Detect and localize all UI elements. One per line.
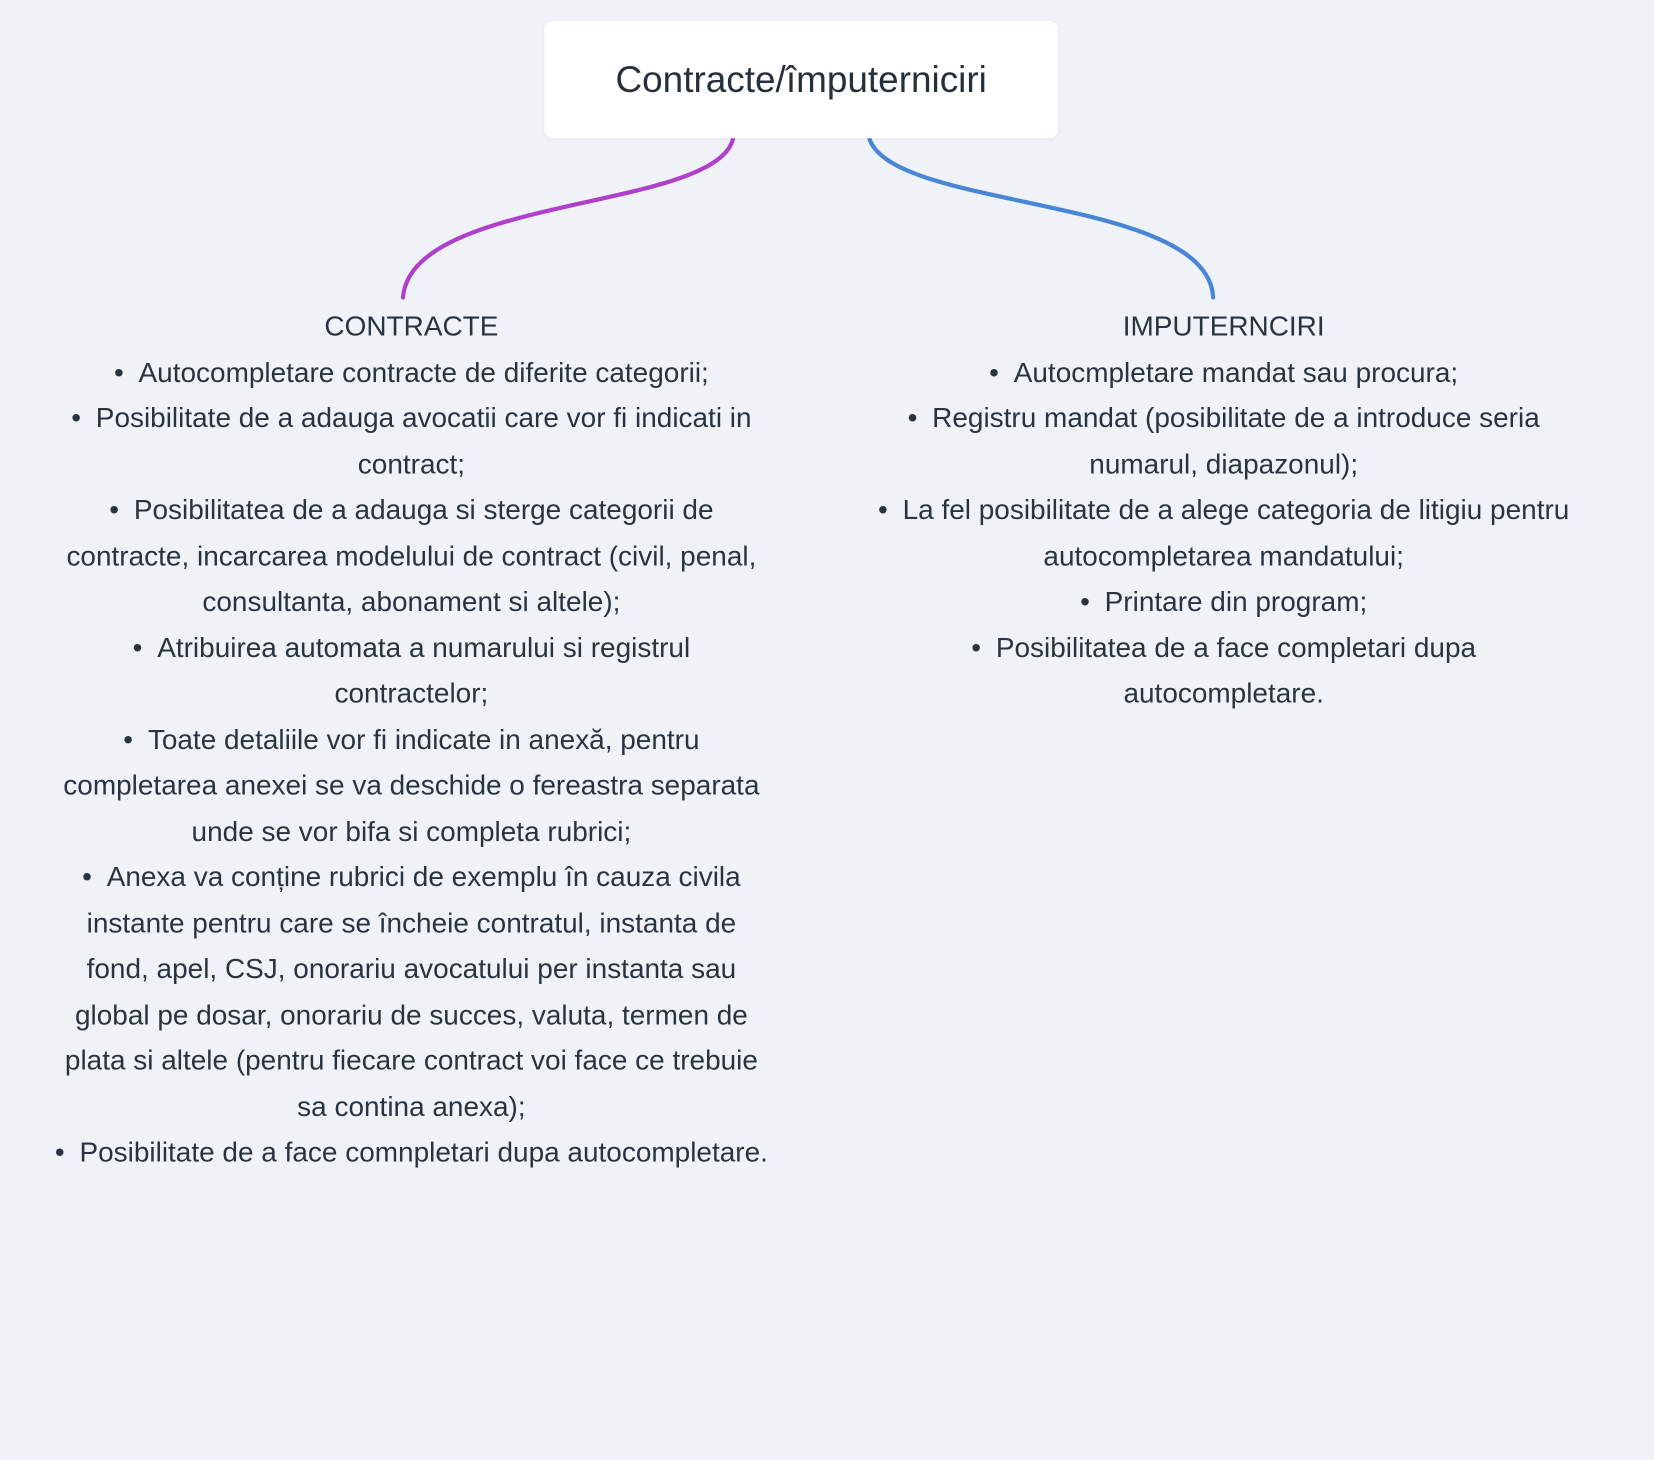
list-item: • Atribuirea automata a numarului si regi… [53, 625, 770, 717]
list-item-text: Registru mandat (posibilitate de a intro… [932, 401, 1540, 480]
branch-title: IMPUTERNCIRI [1122, 310, 1325, 342]
list-item: • Autocmpletare mandat sau procura; [876, 350, 1572, 396]
list-item-text: Autocmpletare mandat sau procura; [1013, 356, 1459, 388]
root-node[interactable]: Contracte/împuterniciri [544, 21, 1059, 139]
branch-title: CONTRACTE [324, 310, 499, 342]
bullet-icon: • [989, 356, 999, 388]
bullet-icon: • [113, 356, 124, 388]
list-item: •Anexa va conține rubrici de exemplu în … [53, 854, 770, 1129]
list-item: • Posibilitate de a adauga avocatii care … [53, 396, 770, 488]
list-item: • Registru mandat (posibilitate de a intr… [876, 396, 1572, 488]
list-item-text: Posibilitate de a adauga avocatii care v… [95, 401, 752, 480]
list-item-text: Anexa va conține rubrici de exemplu în c… [64, 860, 758, 1122]
list-item: • Posibilitate de a face comnpletari dupa… [53, 1130, 770, 1176]
bullet-icon: • [132, 631, 143, 664]
list-item-text: Atribuirea automata a numarului si regis… [157, 631, 691, 709]
list-item-text: Posibilitatea de a face completari dupa … [995, 631, 1477, 709]
list-item: • Printare din program; [876, 579, 1572, 625]
list-item: •Toate detaliile vor fi indicate in anex… [53, 717, 770, 855]
list-item: • Autocompletare contracte de diferite ca… [53, 350, 770, 396]
root-title: Contracte/împuterniciri [615, 58, 987, 100]
connector-contracte [400, 136, 736, 300]
bullet-icon: • [82, 860, 92, 893]
bullet-icon: • [1080, 585, 1090, 618]
list-item: •Posibilitatea de a adauga si sterge cat… [53, 487, 770, 625]
list-item-text: Posibilitate de a face comnpletari dupa … [79, 1136, 768, 1168]
bullet-icon: • [971, 631, 982, 664]
bullet-icon: • [54, 1136, 65, 1168]
branch-contracte[interactable]: CONTRACTE • Autocompletare contracte de d… [53, 304, 770, 1176]
list-item-text: Posibilitatea de a adauga si sterge cate… [66, 493, 757, 618]
bullet-icon: • [71, 401, 82, 434]
list-item-text: Autocompletare contracte de diferite cat… [138, 356, 709, 388]
list-item-text: La fel posibilitate de a alege categoria… [902, 493, 1570, 572]
bullet-icon: • [123, 723, 134, 755]
branch-imputernciri[interactable]: IMPUTERNCIRI • Autocmpletare mandat sau p… [876, 304, 1572, 717]
list-item: • Posibilitatea de a face completari dupa… [876, 625, 1572, 717]
bullet-icon: • [878, 493, 888, 526]
list-item: • La fel posibilitate de a alege categori… [876, 487, 1572, 579]
bullet-icon: • [109, 493, 120, 526]
list-item-text: Printare din program; [1104, 585, 1368, 618]
connector-imputernciri [867, 136, 1216, 300]
bullet-icon: • [907, 401, 918, 434]
list-item-text: Toate detaliile vor fi indicate in anexă… [63, 723, 760, 847]
